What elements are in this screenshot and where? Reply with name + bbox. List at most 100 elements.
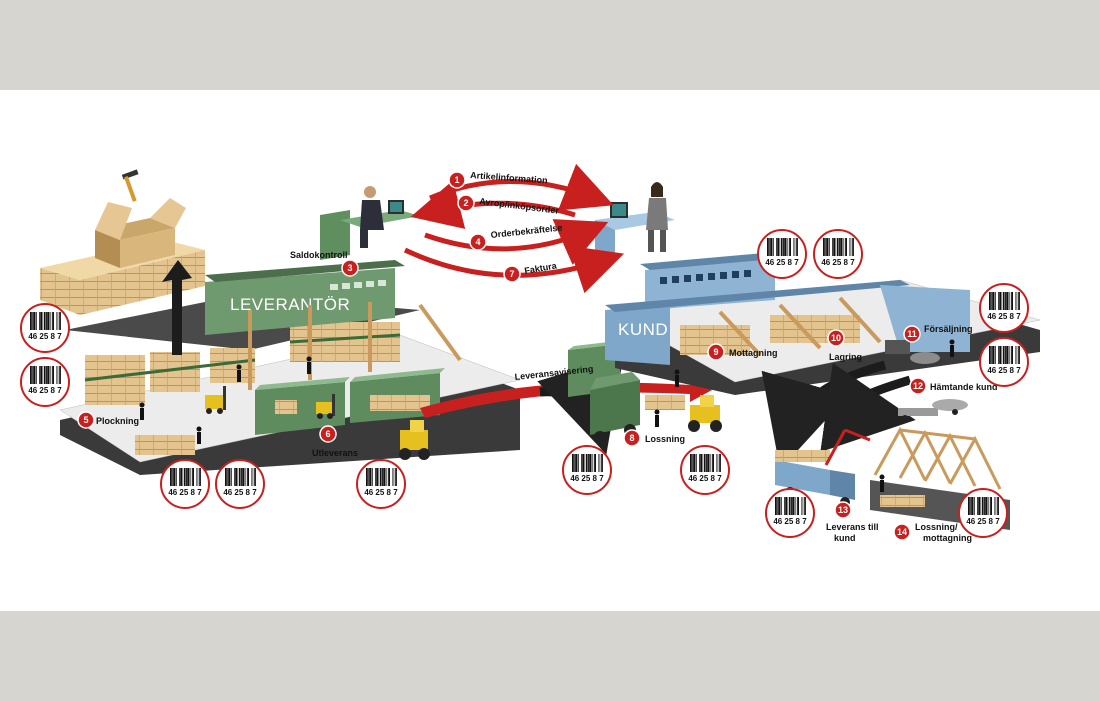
step-marker: 2 Avrop/inköpsorder (457, 194, 560, 216)
barcode-icon (170, 468, 201, 486)
step-label: Orderbekräftelse (490, 223, 563, 240)
barcode-callout: 46 25 8 7 (813, 229, 863, 279)
step-number: 5 (83, 415, 88, 425)
step-number: 10 (831, 333, 841, 343)
barcode-digits: 46 25 8 7 (364, 488, 398, 497)
barcode-digits: 46 25 8 7 (765, 258, 799, 267)
step-label: Hämtande kund (930, 382, 998, 392)
step-number: 8 (629, 433, 634, 443)
step-number: 7 (509, 269, 514, 279)
barcode-digits: 46 25 8 7 (688, 474, 722, 483)
step-badge (827, 329, 845, 347)
info-flow-arrows (403, 163, 624, 294)
barcode-icon (823, 238, 854, 256)
barcode-callouts: 46 25 8 7 46 25 8 7 46 25 8 7 46 25 8 7 46 2… (20, 229, 1029, 538)
step-number: 11 (907, 329, 917, 339)
timber-stack (135, 435, 195, 455)
barcode-callout: 46 25 8 7 (958, 488, 1008, 538)
barcode-callout: 46 25 8 7 (562, 445, 612, 495)
step-number: 1 (454, 175, 459, 185)
barcode-icon (690, 454, 721, 472)
step-label: Lossning/mottagning (915, 522, 972, 543)
barcode-callout: 46 25 8 7 (20, 357, 70, 407)
step-label: Mottagning (729, 348, 778, 358)
barcode-callout: 46 25 8 7 (757, 229, 807, 279)
step-number: 9 (713, 347, 718, 357)
barcode-digits: 46 25 8 7 (168, 488, 202, 497)
step-badge (448, 171, 466, 189)
barcode-callout: 46 25 8 7 (160, 459, 210, 509)
barcode-icon (989, 346, 1020, 364)
barcode-icon (989, 292, 1020, 310)
step-marker: 9 Mottagning (707, 343, 778, 361)
barcode-digits: 46 25 8 7 (773, 517, 807, 526)
step-badge (893, 523, 911, 541)
step-marker: 8 Lossning (623, 429, 685, 447)
barcode-digits: 46 25 8 7 (28, 332, 62, 341)
step-badge (503, 265, 521, 283)
step-number: 4 (475, 237, 480, 247)
step-badge (909, 377, 927, 395)
step-badge (77, 411, 95, 429)
step-marker: 5 Plockning (77, 411, 139, 429)
supplier-site: LEVERANTÖR (59, 260, 521, 475)
step-number: 13 (838, 505, 848, 515)
barcode-icon (366, 468, 397, 486)
step-label: Lagring (829, 352, 862, 362)
barcode-callout: 46 25 8 7 (20, 303, 70, 353)
step-number: 3 (347, 263, 352, 273)
barcode-callout: 46 25 8 7 (979, 283, 1029, 333)
workers (654, 339, 955, 492)
barcode-digits: 46 25 8 7 (966, 517, 1000, 526)
supplier-office (320, 186, 420, 260)
barcode-callout: 46 25 8 7 (979, 337, 1029, 387)
green-truck (568, 340, 640, 443)
barcode-icon (775, 497, 806, 515)
top-gray-band (0, 0, 1100, 90)
barcode-icon (30, 366, 61, 384)
step-label: Lossning (645, 434, 685, 444)
step-badge (469, 233, 487, 251)
product-package (40, 169, 205, 315)
step-number: 12 (913, 381, 923, 391)
customer-sign: KUND (618, 320, 668, 339)
supplier-sign: LEVERANTÖR (230, 295, 350, 314)
step-number: 2 (463, 198, 468, 208)
barcode-icon (968, 497, 999, 515)
pickup-arrows (761, 360, 916, 470)
step-label: Försäljning (924, 324, 973, 334)
pickup-car (898, 399, 968, 421)
barcode-icon (225, 468, 256, 486)
barcode-callout: 46 25 8 7 (765, 488, 815, 538)
step-label: Saldokontroll (290, 250, 348, 260)
diagram-canvas: LEVERANTÖR (0, 90, 1100, 611)
step-marker: 11 Försäljning (903, 324, 973, 343)
barcode-digits: 46 25 8 7 (223, 488, 257, 497)
customer-office (595, 182, 675, 260)
barcode-digits: 46 25 8 7 (28, 386, 62, 395)
forklift (205, 386, 226, 414)
step-badge (319, 425, 337, 443)
step-badge (903, 325, 921, 343)
barcode-callout: 46 25 8 7 (215, 459, 265, 509)
stock-arrow (162, 260, 192, 355)
barcode-digits: 46 25 8 7 (821, 258, 855, 267)
barcode-icon (572, 454, 603, 472)
barcode-icon (30, 312, 61, 330)
step-label: Avrop/inköpsorder (479, 196, 560, 216)
step-badge (834, 501, 852, 519)
barcode-callout: 46 25 8 7 (356, 459, 406, 509)
step-badge (341, 259, 359, 277)
step-marker: 3 Saldokontroll (290, 250, 359, 277)
step-badge (707, 343, 725, 361)
wheel-loader (688, 395, 722, 432)
step-label: Plockning (96, 416, 139, 426)
barcode-digits: 46 25 8 7 (987, 366, 1021, 375)
bottom-gray-band (0, 611, 1100, 702)
